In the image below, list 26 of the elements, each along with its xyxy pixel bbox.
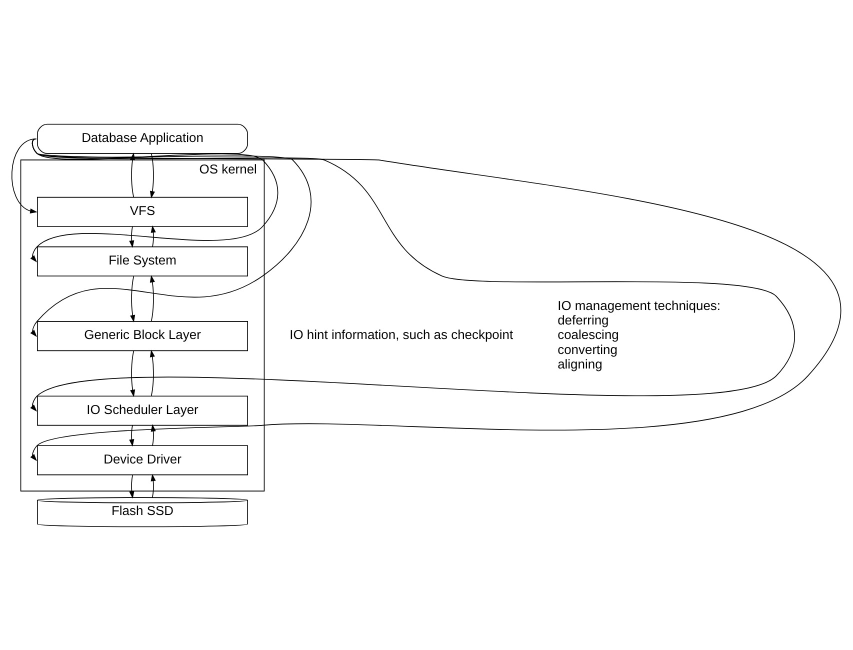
- label: coalescing: [558, 326, 619, 342]
- node-box: VFS: [37, 196, 248, 226]
- node-box: Generic Block Layer: [37, 320, 248, 351]
- arrow: [150, 424, 156, 446]
- arrow: [129, 424, 134, 446]
- arrow: [150, 473, 156, 498]
- arrow: [129, 226, 134, 248]
- arrow: [130, 275, 136, 322]
- arrow: [130, 152, 136, 198]
- arrow: [129, 474, 134, 498]
- label: aligning: [558, 356, 602, 371]
- arrow: [150, 349, 155, 396]
- label: IO management techniques:: [558, 297, 721, 312]
- arrow: [12, 138, 38, 214]
- node-box: Database Application: [37, 123, 248, 154]
- label: IO hint information, such as checkpoint: [290, 326, 514, 342]
- node-box: File System: [37, 246, 248, 276]
- label: converting: [558, 341, 618, 356]
- arrow: [150, 152, 155, 198]
- arrow: [150, 274, 155, 322]
- node-box: Device Driver: [37, 444, 248, 475]
- arrow: [150, 224, 156, 246]
- arrow: [130, 350, 136, 397]
- label: deferring: [558, 312, 609, 328]
- arrow: [30, 138, 842, 461]
- node-box: IO Scheduler Layer: [37, 395, 248, 426]
